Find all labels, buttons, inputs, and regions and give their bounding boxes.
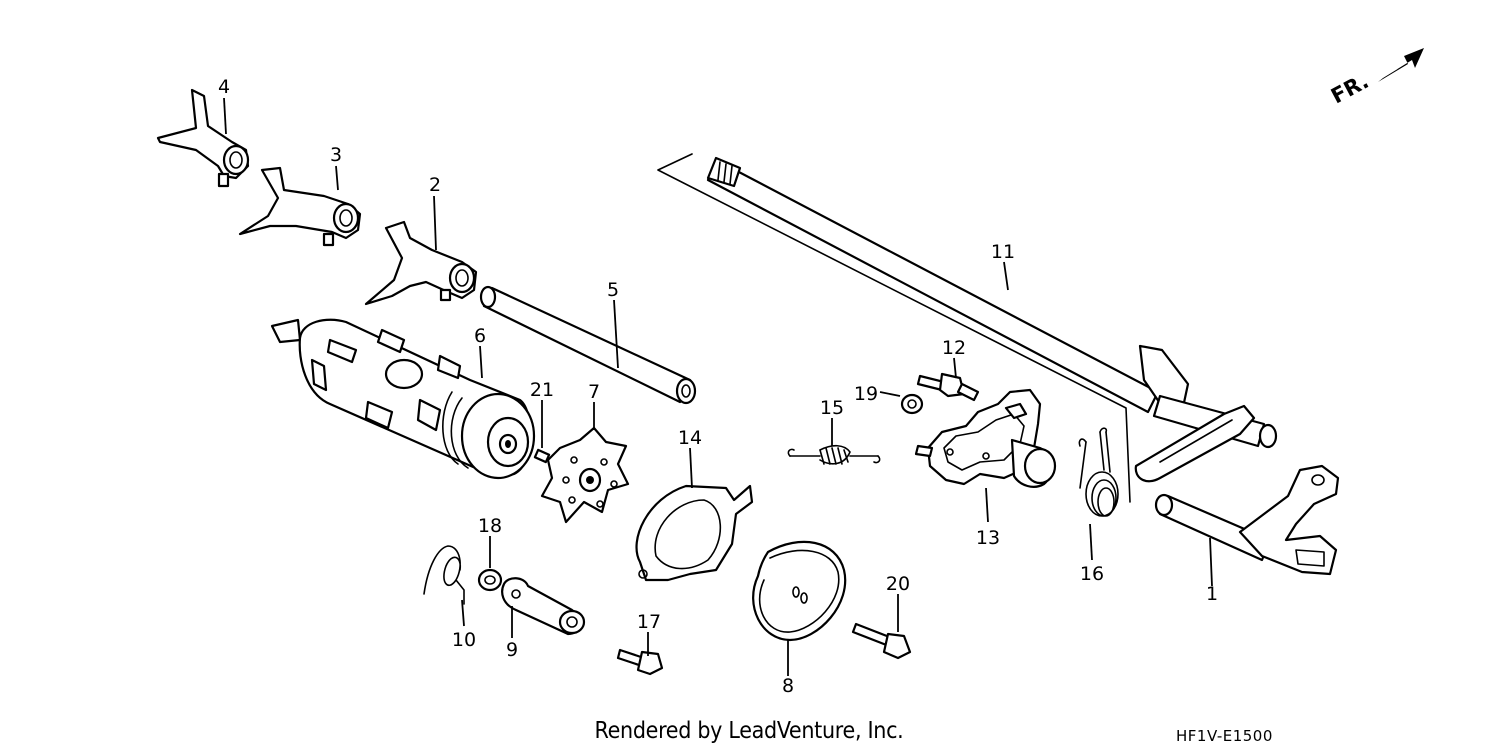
part-1-gearshift-arm: [1154, 464, 1340, 576]
part-11-gearshift-spindle: [657, 153, 1278, 503]
part-10-stopper-spring: [423, 545, 465, 605]
callout-9: 9: [506, 639, 518, 661]
callout-20: 20: [886, 573, 910, 595]
callout-18: 18: [478, 515, 502, 537]
front-label: FR.: [1327, 69, 1373, 108]
callout-6: 6: [474, 325, 486, 347]
callout-16: 16: [1080, 563, 1104, 585]
callout-2: 2: [429, 174, 441, 196]
part-2-shift-fork: [364, 220, 478, 306]
callout-7: 7: [588, 381, 600, 403]
callout-1: 1: [1206, 583, 1218, 605]
callout-21: 21: [530, 379, 554, 401]
part-3-shift-fork: [238, 166, 362, 247]
part-8-gasket: [752, 540, 847, 642]
part-9-stopper-arm: [501, 577, 586, 636]
part-6-shift-drum: [270, 318, 536, 480]
callout-3: 3: [330, 144, 342, 166]
part-21-dowel-pin: [533, 448, 551, 464]
part-20-bolt: [851, 622, 912, 660]
part-4-shift-fork: [156, 88, 250, 188]
part-12-stud-bolt: [916, 372, 980, 402]
diagram-code: HF1V-E1500: [1176, 727, 1273, 745]
callout-11: 11: [991, 241, 1015, 263]
part-7-drum-center: [540, 426, 630, 524]
callout-5: 5: [607, 279, 619, 301]
callout-8: 8: [782, 675, 794, 697]
part-16-torsion-spring: [1078, 427, 1119, 517]
part-19-washer: [900, 393, 924, 415]
callout-17: 17: [637, 611, 661, 633]
front-direction-indicator: FR.: [1327, 48, 1424, 108]
part-17-bolt: [616, 648, 664, 676]
callout-13: 13: [976, 527, 1000, 549]
callout-15: 15: [820, 397, 844, 419]
callout-14: 14: [678, 427, 702, 449]
part-5-fork-shaft: [479, 285, 697, 405]
part-18-washer: [477, 568, 503, 592]
callout-12: 12: [942, 337, 966, 359]
render-credit: Rendered by LeadVenture, Inc.: [595, 718, 904, 744]
callout-numbers: 4 3 2 5 6 21 7 14 11 12 19 15 13 16 1 18…: [218, 76, 1218, 697]
callout-10: 10: [452, 629, 476, 651]
leader-lines: [223, 97, 1213, 676]
part-15-return-spring: [787, 444, 881, 465]
part-14-guide-plate: [635, 484, 754, 582]
arrow-right-icon: [1378, 48, 1424, 82]
callout-4: 4: [218, 76, 230, 98]
part-13-drum-shifter: [914, 388, 1057, 488]
callout-19: 19: [854, 383, 878, 405]
